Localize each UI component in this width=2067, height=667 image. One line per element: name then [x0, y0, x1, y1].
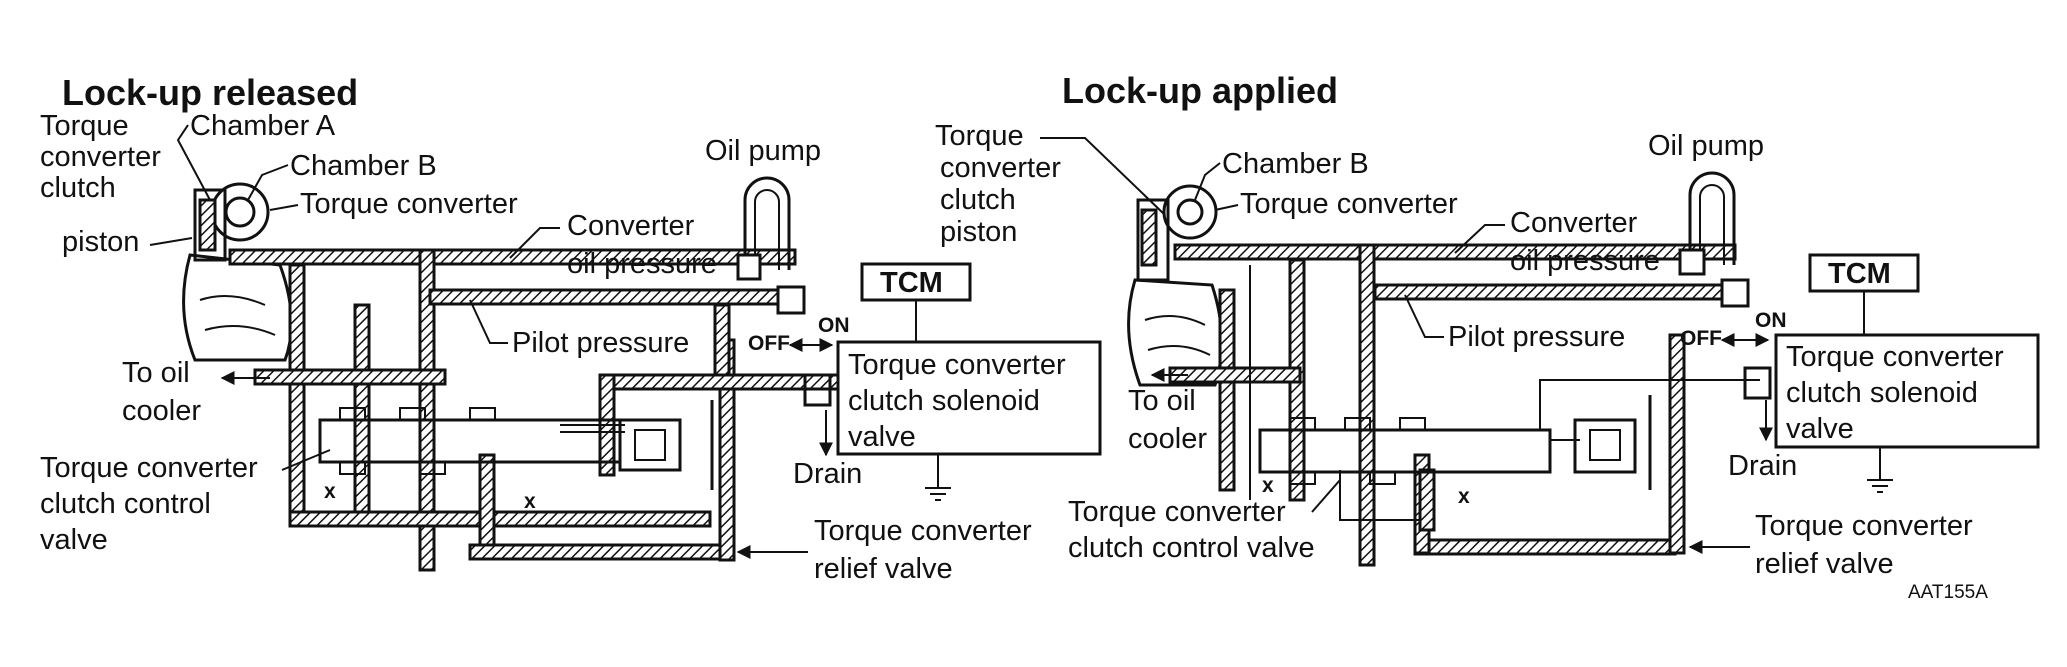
right-x-mark-2: x [1458, 485, 1470, 508]
left-relief-line1: Torque converter [814, 515, 1032, 547]
right-chamber-b-label: Chamber B [1222, 148, 1369, 180]
left-solenoid-line1: Torque converter [848, 349, 1066, 381]
right-oil-cooler-line2: cooler [1128, 423, 1207, 455]
right-control-valve-graphic [1249, 265, 1760, 521]
left-control-valve-line2: clutch control [40, 488, 211, 520]
left-control-valve-line1: Torque converter [40, 452, 258, 484]
right-solenoid-line1: Torque converter [1786, 341, 2004, 373]
left-tcm-label: TCM [880, 267, 943, 299]
right-tcm-label: TCM [1828, 258, 1891, 290]
right-x-mark-1: x [1262, 474, 1274, 497]
right-tcc-label-line4: piston [940, 216, 1017, 248]
left-off-label: OFF [748, 332, 790, 355]
left-solenoid-line3: valve [848, 421, 916, 453]
right-off-label: OFF [1680, 327, 1722, 350]
right-on-label: ON [1755, 309, 1787, 332]
right-torque-converter-graphic [1127, 184, 1224, 387]
left-control-valve-line3: valve [40, 524, 108, 556]
left-chamber-b-label: Chamber B [290, 150, 437, 182]
right-control-valve-line2: clutch control valve [1068, 532, 1315, 564]
right-relief-line2: relief valve [1755, 548, 1894, 580]
left-tcc-label-line4: piston [62, 226, 139, 258]
right-pilot-pressure-label: Pilot pressure [1448, 321, 1625, 353]
right-tcc-label-line1: Torque [935, 120, 1024, 152]
left-on-label: ON [818, 314, 850, 337]
right-solenoid-line3: valve [1786, 413, 1854, 445]
left-chamber-a-label: Chamber A [190, 110, 336, 142]
left-oil-cooler-line1: To oil [122, 357, 190, 389]
figure-code: AAT155A [1908, 582, 1988, 603]
right-torque-converter-label: Torque converter [1240, 188, 1458, 220]
right-control-valve-line1: Torque converter [1068, 496, 1286, 528]
left-pilot-pressure-label: Pilot pressure [512, 327, 689, 359]
right-oil-pump-icon [1678, 171, 1750, 308]
left-control-valve-graphic [318, 400, 714, 490]
left-title: Lock-up released [62, 72, 358, 113]
left-panel-lockup-released: Lock-up released [40, 72, 1102, 585]
left-oil-passages [228, 248, 842, 572]
right-panel-lockup-applied: Lock-up applied [935, 70, 2040, 580]
left-x-mark-2: x [524, 490, 536, 513]
right-title: Lock-up applied [1062, 70, 1338, 111]
right-oil-cooler-line1: To oil [1128, 385, 1196, 417]
right-conv-pressure-line2: oil pressure [1510, 245, 1660, 277]
left-conv-pressure-line2: oil pressure [567, 248, 717, 280]
left-oil-pump-label: Oil pump [705, 135, 821, 167]
left-oil-cooler-line2: cooler [122, 395, 201, 427]
right-tcc-label-line2: converter [940, 152, 1061, 184]
right-tcc-label-line3: clutch [940, 184, 1016, 216]
left-torque-converter-graphic [182, 182, 293, 362]
right-conv-pressure-line1: Converter [1510, 207, 1638, 239]
left-x-mark-1: x [324, 480, 336, 503]
right-relief-line1: Torque converter [1755, 510, 1973, 542]
right-oil-pump-label: Oil pump [1648, 130, 1764, 162]
left-solenoid-line2: clutch solenoid [848, 385, 1040, 417]
left-solenoid-box [836, 340, 1102, 456]
left-drain-label: Drain [793, 458, 862, 490]
right-solenoid-line2: clutch solenoid [1786, 377, 1978, 409]
left-oil-pump-icon [736, 176, 806, 315]
left-torque-converter-label: Torque converter [300, 188, 518, 220]
left-tcc-label-line1: Torque [40, 110, 129, 142]
left-conv-pressure-line1: Converter [567, 210, 695, 242]
left-relief-line2: relief valve [814, 553, 953, 585]
left-tcc-label-line3: clutch [40, 172, 116, 204]
right-drain-label: Drain [1728, 450, 1797, 482]
right-solenoid-box [1774, 333, 2040, 449]
left-tcc-label-line2: converter [40, 141, 161, 173]
